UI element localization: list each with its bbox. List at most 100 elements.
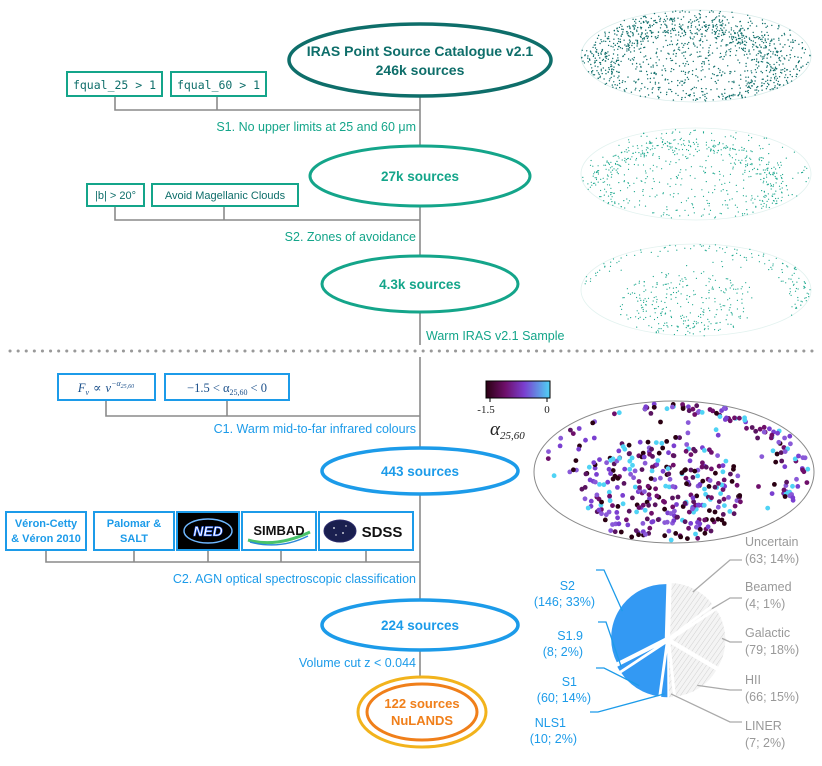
source-dot [781, 487, 787, 493]
sky-dot [776, 87, 778, 89]
sky-dot [665, 15, 668, 17]
sky-dot [702, 131, 705, 133]
sky-dot [611, 173, 613, 176]
source-dot [626, 442, 632, 448]
sky-dot [636, 145, 639, 147]
sky-dot [795, 268, 797, 271]
sky-dot [635, 151, 637, 153]
source-dot [636, 532, 641, 538]
sky-dot [667, 273, 670, 275]
sky-dot [708, 297, 710, 299]
sky-dot [756, 58, 758, 60]
sky-dot [664, 31, 666, 34]
source-dot [721, 521, 727, 526]
sky-dot [791, 274, 793, 276]
sky-dot [772, 51, 774, 53]
sky-dot [702, 311, 704, 313]
sky-dot [805, 297, 807, 299]
sky-dot [712, 261, 714, 263]
sky-dot [739, 20, 742, 23]
sky-dot [745, 150, 748, 152]
source-dot [645, 483, 651, 489]
sky-dot [685, 200, 688, 202]
svg-text:SALT: SALT [120, 533, 148, 545]
sky-dot [587, 55, 589, 57]
sky-dot [666, 214, 668, 216]
sky-dot [762, 147, 764, 150]
sky-dot [653, 318, 656, 321]
sky-dot [718, 19, 721, 21]
sky-dot [749, 163, 752, 165]
source-dot [695, 535, 701, 541]
sky-dot [741, 95, 743, 97]
sky-dot [713, 30, 716, 33]
sky-dot [729, 173, 732, 175]
sky-dot [634, 82, 637, 84]
sky-dot [591, 70, 593, 73]
source-dot [695, 473, 701, 479]
sky-dot [614, 62, 616, 65]
source-dot [679, 470, 685, 476]
cut-label-c1: C1. Warm mid-to-far infrared colours [214, 422, 416, 436]
sky-dot [765, 88, 768, 90]
source-dot [605, 479, 611, 485]
sky-dot [630, 317, 632, 319]
sky-dot [758, 159, 761, 161]
sky-dot [730, 282, 732, 284]
sky-dot [758, 158, 760, 160]
sky-dot [732, 93, 734, 96]
sky-dot [707, 27, 710, 29]
source-dot [671, 443, 677, 449]
sky-dot [730, 94, 733, 97]
source-dot [685, 430, 691, 436]
source-dot [707, 508, 712, 513]
sky-dot [630, 91, 633, 93]
sky-dot [641, 180, 643, 182]
sky-dot [757, 195, 759, 197]
sky-dot [713, 152, 715, 154]
sky-dot [710, 166, 713, 168]
sky-dot [641, 82, 643, 85]
sky-dot [745, 282, 747, 284]
sky-dot [633, 56, 635, 59]
source-dot [774, 451, 780, 457]
sky-dot [645, 300, 648, 302]
sky-dot [778, 24, 780, 27]
sky-dot [732, 166, 734, 168]
source-dot [722, 503, 727, 508]
sky-dot [628, 163, 630, 165]
sky-dot [633, 24, 635, 26]
sky-dot [680, 35, 682, 38]
sky-dot [763, 202, 765, 205]
alpha-colorbar: -1.5 0 α25,60 [477, 380, 551, 442]
sky-dot [618, 260, 620, 262]
sky-dot [722, 189, 724, 191]
sky-dot [704, 29, 707, 32]
sky-dot [766, 200, 768, 202]
sky-dot [743, 148, 745, 150]
sky-dot [662, 192, 665, 194]
sky-dot [649, 81, 651, 83]
sky-dot [734, 45, 737, 47]
sky-dot [690, 31, 692, 34]
sky-dot [761, 72, 764, 74]
sky-dot [747, 86, 749, 89]
source-dot [702, 448, 707, 453]
sky-dot [581, 49, 583, 51]
sky-dot [708, 307, 710, 309]
sky-dot [690, 166, 693, 168]
sky-dot [646, 135, 648, 137]
source-dot [625, 522, 631, 528]
stage-final: 122 sources NuLANDS [356, 675, 488, 749]
sky-dot [669, 310, 671, 312]
sky-dot [698, 21, 700, 23]
sky-dot [792, 39, 794, 41]
sky-dot [772, 184, 775, 186]
sky-dot [670, 298, 672, 300]
sky-dot [683, 316, 685, 318]
sky-dot [797, 172, 799, 174]
sky-dot [642, 20, 645, 23]
source-dot [662, 533, 668, 539]
source-dot [656, 450, 662, 456]
source-dot [610, 503, 615, 508]
